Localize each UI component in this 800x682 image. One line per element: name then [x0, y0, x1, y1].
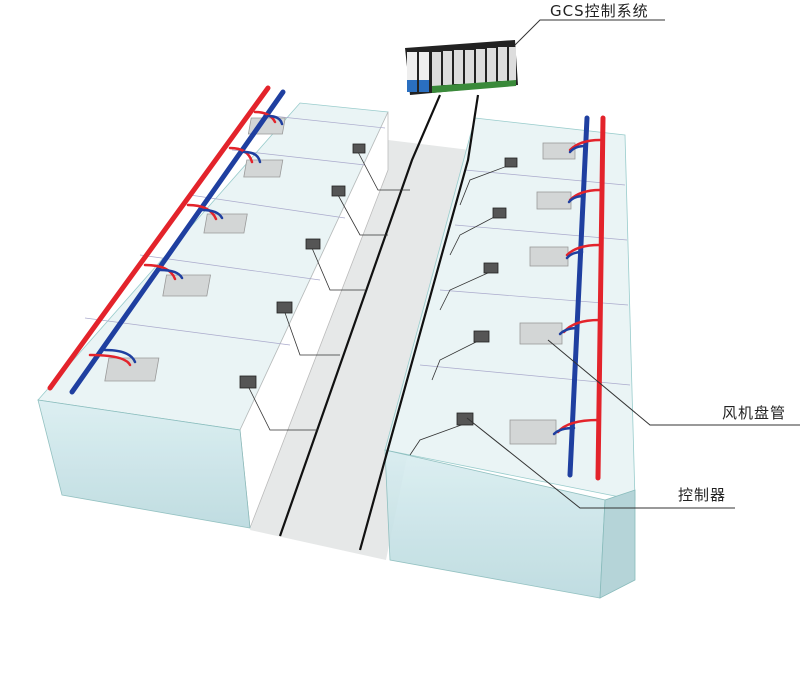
controller-unit [456, 412, 474, 426]
controller-unit [492, 207, 507, 219]
controller-unit [483, 262, 499, 274]
pipes [47, 85, 606, 481]
controller-unit [473, 330, 490, 343]
fan-coil-unit [542, 142, 576, 160]
controller-unit [305, 238, 321, 250]
controller-unit [504, 157, 518, 168]
controller-unit [276, 301, 293, 314]
fan-coil-unit [509, 419, 557, 445]
gcs-system-label: GCS控制系统 [550, 2, 649, 20]
fan-coil-unit [536, 191, 572, 210]
corridor-floor [250, 140, 470, 560]
left-building [37, 102, 389, 529]
fan-coil-label: 风机盘管 [722, 404, 787, 422]
fan-coil-unit [529, 246, 569, 267]
fan-coil-unit [203, 213, 248, 234]
fan-coil-unit [104, 357, 160, 382]
controller-label: 控制器 [678, 486, 727, 504]
fan-coil-unit [519, 322, 563, 345]
fan-coil-unit [162, 274, 211, 297]
gcs-controller-rack [405, 40, 518, 95]
controller-unit [331, 185, 346, 197]
controller-wires [246, 151, 511, 456]
control-wires [278, 94, 480, 551]
controller-unit [352, 143, 366, 154]
fan-coil-unit [243, 159, 284, 178]
leader-lines [466, 19, 800, 509]
controller-unit [239, 375, 257, 389]
